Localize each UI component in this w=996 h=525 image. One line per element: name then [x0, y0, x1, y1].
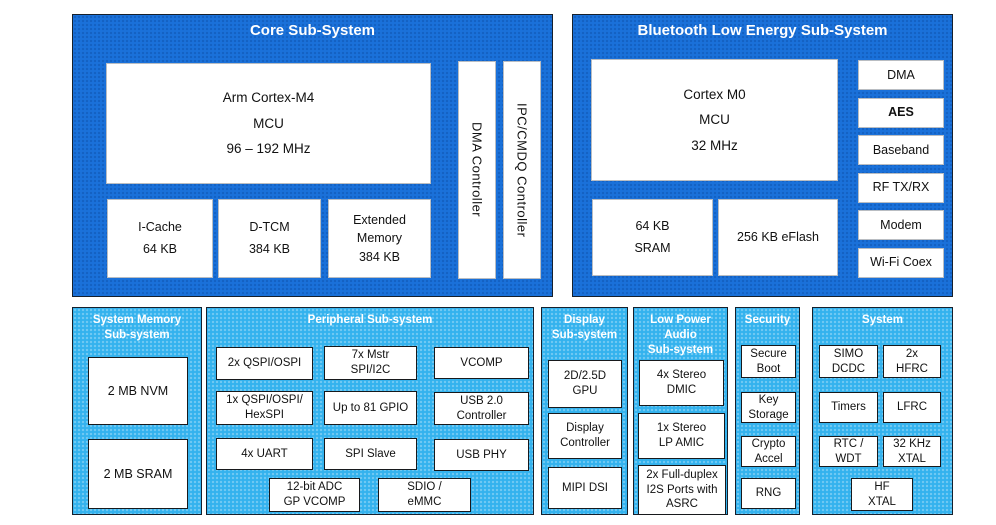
block-spi-slave: SPI Slave: [324, 438, 417, 470]
block-2d-25d-gpu: 2D/2.5D GPU: [548, 360, 622, 408]
block-hf-xtal: HF XTAL: [851, 478, 913, 511]
block-wifi-coex: Wi-Fi Coex: [858, 247, 944, 278]
block-cortex-m0-mcu: Cortex M0 MCU 32 MHz: [591, 59, 838, 181]
panel-display: Display Sub-system 2D/2.5D GPU Display C…: [541, 307, 628, 515]
block-1x-qspi-ospi-hexspi: 1x QSPI/OSPI/ HexSPI: [216, 391, 313, 425]
block-2x-qspi-ospi: 2x QSPI/OSPI: [216, 347, 313, 380]
peripheral-title: Peripheral Sub-system: [307, 314, 433, 326]
panel-core-subsystem: Core Sub-System Arm Cortex-M4 MCU 96 – 1…: [72, 14, 553, 297]
block-rtc-wdt: RTC / WDT: [819, 436, 878, 467]
block-2mb-sram: 2 MB SRAM: [88, 439, 188, 509]
block-vcomp: VCOMP: [434, 347, 529, 379]
block-simo-dcdc: SIMO DCDC: [819, 345, 878, 378]
block-dma-controller: DMA Controller: [458, 61, 496, 279]
block-baseband: Baseband: [858, 135, 944, 166]
block-display-controller: Display Controller: [548, 413, 622, 459]
block-1x-stereo-lp-amic: 1x Stereo LP AMIC: [638, 413, 725, 459]
block-7x-mstr-spi-i2c: 7x Mstr SPI/I2C: [324, 346, 417, 380]
core-title: Core Sub-System: [249, 22, 376, 39]
system-memory-title: System Memory Sub-system: [92, 314, 182, 341]
block-modem: Modem: [858, 210, 944, 241]
block-usb-phy: USB PHY: [434, 439, 529, 471]
ble-block-stack: DMA AES Baseband RF TX/RX Modem Wi-Fi Co…: [858, 60, 944, 278]
security-title: Security: [744, 314, 791, 326]
block-key-storage: Key Storage: [741, 392, 796, 423]
block-rng: RNG: [741, 478, 796, 509]
system-title: System: [862, 314, 903, 326]
block-2x-full-duplex-i2s-asrc: 2x Full-duplex I2S Ports with ASRC: [638, 465, 726, 515]
block-32khz-xtal: 32 KHz XTAL: [883, 436, 941, 467]
block-up-to-81-gpio: Up to 81 GPIO: [324, 391, 417, 425]
block-256kb-eflash: 256 KB eFlash: [718, 199, 838, 276]
panel-low-power-audio: Low Power Audio Sub-system 4x Stereo DMI…: [633, 307, 728, 515]
block-extended-memory: Extended Memory 384 KB: [328, 199, 431, 278]
block-rf-tx-rx: RF TX/RX: [858, 172, 944, 203]
panel-ble-subsystem: Bluetooth Low Energy Sub-System Cortex M…: [572, 14, 953, 297]
panel-system-memory: System Memory Sub-system 2 MB NVM 2 MB S…: [72, 307, 202, 515]
audio-title: Low Power Audio Sub-system: [647, 314, 714, 356]
block-timers: Timers: [819, 392, 878, 423]
block-aes: AES: [858, 97, 944, 128]
block-usb-2-controller: USB 2.0 Controller: [434, 392, 529, 425]
block-mipi-dsi: MIPI DSI: [548, 467, 622, 509]
block-4x-uart: 4x UART: [216, 438, 313, 470]
display-title: Display Sub-system: [551, 314, 618, 341]
block-2x-hfrc: 2x HFRC: [883, 345, 941, 378]
block-4x-stereo-dmic: 4x Stereo DMIC: [639, 360, 724, 406]
block-sdio-emmc: SDIO / eMMC: [378, 478, 471, 512]
block-dma: DMA: [858, 60, 944, 90]
ble-title: Bluetooth Low Energy Sub-System: [637, 22, 888, 39]
block-lfrc: LFRC: [883, 392, 941, 423]
panel-system: System SIMO DCDC 2x HFRC Timers LFRC RTC…: [812, 307, 953, 515]
block-d-tcm: D-TCM 384 KB: [218, 199, 321, 278]
block-2mb-nvm: 2 MB NVM: [88, 357, 188, 425]
block-64kb-sram: 64 KB SRAM: [592, 199, 713, 276]
block-i-cache: I-Cache 64 KB: [107, 199, 213, 278]
panel-security: Security Secure Boot Key Storage Crypto …: [735, 307, 800, 515]
block-secure-boot: Secure Boot: [741, 345, 796, 378]
block-ipc-cmdq-controller: IPC/CMDQ Controller: [503, 61, 541, 279]
block-arm-cortex-m4-mcu: Arm Cortex-M4 MCU 96 – 192 MHz: [106, 63, 431, 184]
panel-peripheral: Peripheral Sub-system 2x QSPI/OSPI 7x Ms…: [206, 307, 534, 515]
block-crypto-accel: Crypto Accel: [741, 436, 796, 467]
block-12bit-adc-gp-vcomp: 12-bit ADC GP VCOMP: [269, 478, 360, 512]
